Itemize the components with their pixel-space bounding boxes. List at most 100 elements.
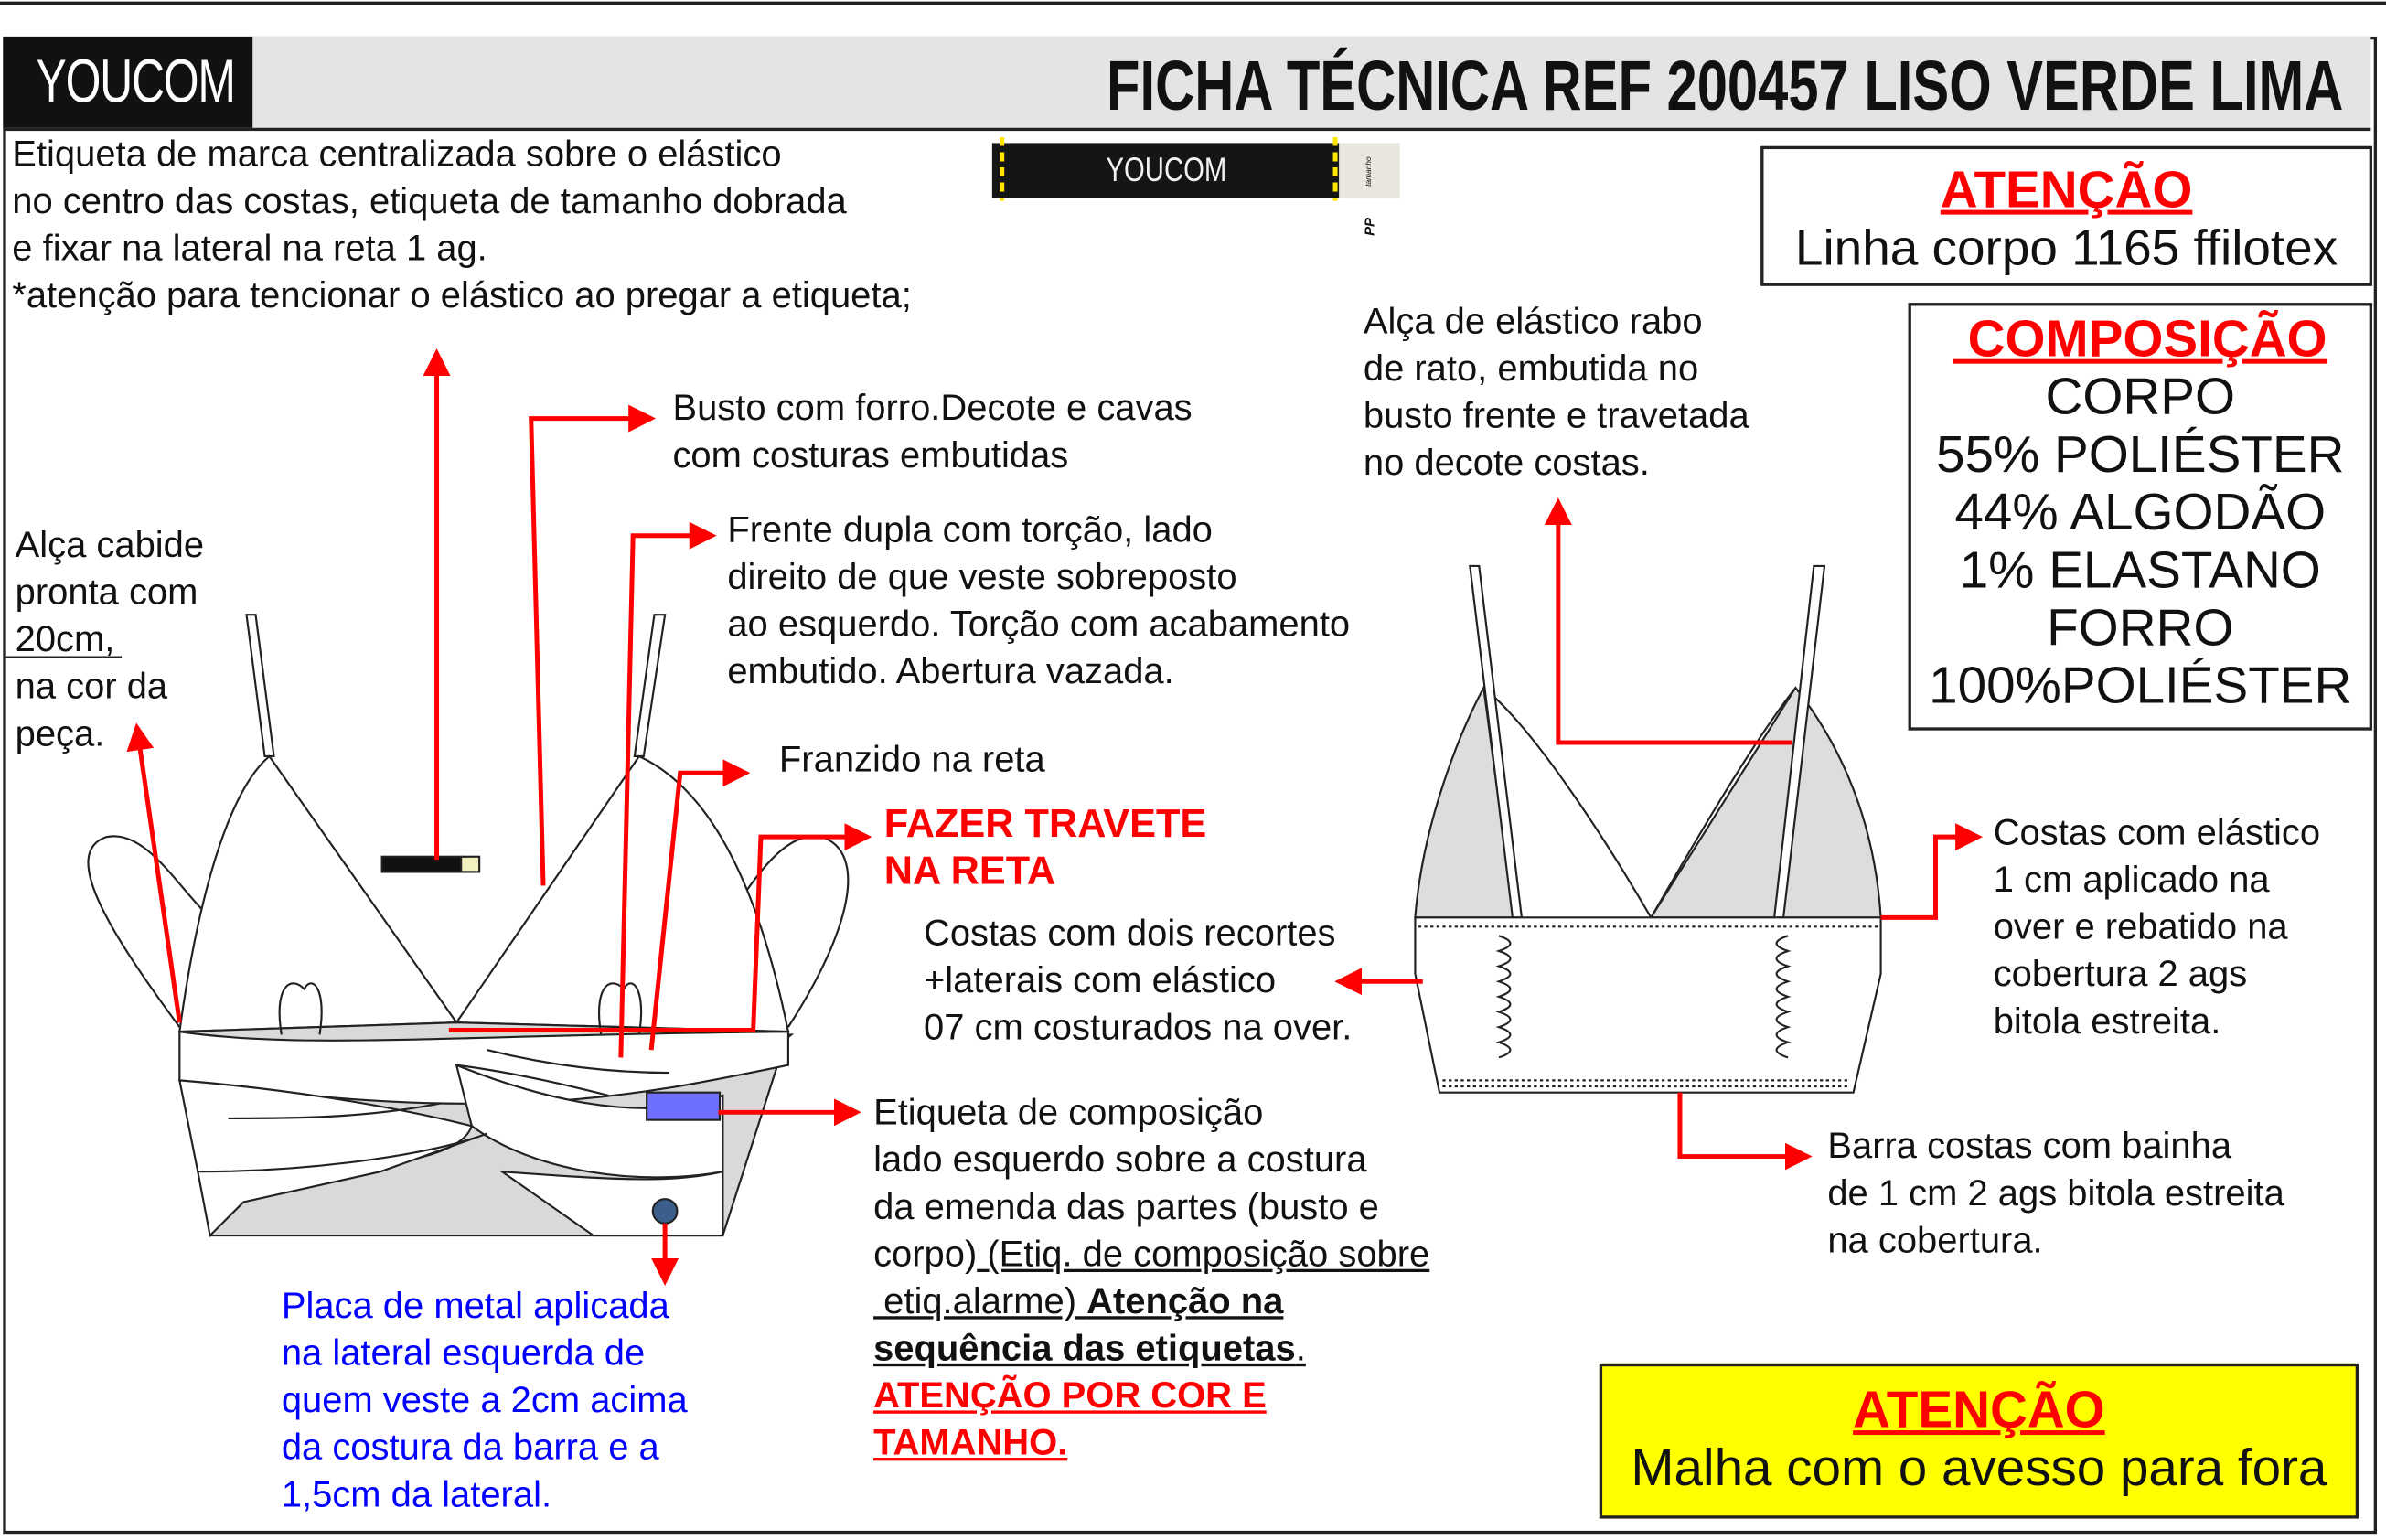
brand-logo-text: YOUCOM: [36, 48, 236, 116]
note-barra-costas: Barra costas com bainha de 1 cm 2 ags bi…: [1827, 1123, 2284, 1265]
note-placa-metal: Placa de metal aplicada na lateral esque…: [282, 1283, 688, 1519]
brand-label-logo: YOUCOM: [1105, 150, 1226, 189]
composition-line: 44% ALGODÃO: [1954, 484, 2327, 542]
note-line: Barra costas com bainha: [1827, 1126, 2232, 1168]
note-line: Etiqueta de composição: [873, 1092, 1264, 1134]
note-line: com costuras embutidas: [672, 434, 1069, 476]
note-frente: Frente dupla com torção, lado direito de…: [727, 507, 1350, 695]
note-text: (Etiq. de composição sobre: [977, 1234, 1430, 1276]
note-line: Alça cabide: [15, 525, 205, 566]
note-line: +laterais com elástico: [923, 959, 1277, 1001]
note-travete: FAZER TRAVETE NA RETA: [884, 800, 1207, 894]
note-line: lado esquerdo sobre a costura: [873, 1139, 1367, 1182]
note-etiqueta-composicao: Etiqueta de composição lado esquerdo sob…: [873, 1089, 1429, 1467]
note-line: e fixar na lateral na reta 1 ag.: [12, 228, 487, 270]
note-line: sequência das etiquetas.: [873, 1325, 1429, 1373]
arrow-busto: [529, 404, 657, 886]
metal-plate-icon: [651, 1198, 679, 1225]
note-line: no centro das costas, etiqueta de tamanh…: [12, 181, 847, 222]
note-line: peça.: [15, 713, 105, 755]
note-line: 1,5cm da lateral.: [281, 1474, 552, 1516]
note-line: embutido. Abertura vazada.: [727, 651, 1174, 693]
note-line: de 1 cm 2 ags bitola estreita: [1827, 1172, 2284, 1214]
note-line: 20cm,: [16, 616, 204, 664]
note-line: 07 cm costurados na over.: [923, 1007, 1353, 1049]
note-line: bitola estreita.: [1993, 1000, 2221, 1043]
note-text: corpo): [873, 1234, 978, 1276]
stitch-line: [1000, 136, 1005, 201]
note-line: Etiqueta de marca centralizada sobre o e…: [12, 134, 782, 176]
note-line: cobertura 2 ags: [1993, 954, 2248, 996]
arrow-frente: [618, 521, 717, 1058]
note-line: Busto com forro.Decote e cavas: [672, 388, 1193, 430]
note-line: Alça de elástico rabo: [1363, 301, 1703, 343]
note-line: na lateral esquerda de: [281, 1332, 646, 1374]
note-line: quem veste a 2cm acima: [281, 1380, 688, 1422]
attention-heading: ATENÇÃO: [1940, 161, 2193, 219]
composition-line: FORRO: [2047, 599, 2234, 658]
arrow-alca-cabide: [126, 722, 182, 1023]
attention-text: Linha corpo 1165 ffilotex: [1794, 219, 2338, 276]
note-line: direito de que veste sobreposto: [727, 556, 1237, 598]
note-costas-recortes: Costas com dois recortes +laterais com e…: [924, 910, 1352, 1052]
arrow-barra-costas: [1677, 1092, 1813, 1171]
note-line: Costas com elástico: [1993, 812, 2321, 854]
attention-heading: ATENÇÃO: [1853, 1381, 2105, 1440]
arrow-travete: [448, 823, 872, 1032]
back-garment-drawing: [1414, 564, 1882, 1094]
note-line: Frente dupla com torção, lado: [727, 509, 1213, 551]
size-label: tamanhoPP: [1339, 143, 1400, 235]
note-line: na cobertura.: [1827, 1220, 2043, 1262]
brand-label-image: YOUCOM tamanhoPP: [991, 136, 1400, 235]
stitch-line: [1332, 136, 1338, 201]
note-line: over e rebatido na: [1993, 906, 2288, 948]
note-line: corpo) (Etiq. de composição sobre: [873, 1231, 1429, 1278]
note-line: busto frente e travetada: [1363, 395, 1749, 437]
note-line: da costura da barra e a: [281, 1427, 659, 1469]
note-alca-cabide: Alça cabide pronta com 20cm, na cor da p…: [16, 522, 204, 758]
note-line: etiq.alarme) Atenção na: [873, 1278, 1429, 1326]
note-line: na cor da: [15, 666, 168, 708]
note-line: 1 cm aplicado na: [1993, 860, 2270, 902]
attention-box-thread: ATENÇÃO Linha corpo 1165 ffilotex: [1760, 145, 2373, 286]
arrow-costas-elastico: [1880, 823, 1984, 920]
page-title: FICHA TÉCNICA REF 200457 LISO VERDE LIMA: [1107, 45, 2344, 125]
note-line: de rato, embutida no: [1363, 348, 1699, 390]
note-text: sequência das etiquetas: [873, 1328, 1296, 1370]
note-punct: ,: [104, 619, 115, 661]
composition-box: COMPOSIÇÃO CORPO 55% POLIÉSTER 44% ALGOD…: [1908, 303, 2373, 731]
warning-line: TAMANHO.: [873, 1422, 1068, 1464]
note-line: ao esquerdo. Torção com acabamento: [727, 604, 1351, 646]
composition-line: 100%POLIÉSTER: [1929, 657, 2352, 716]
brand-label-strip: YOUCOM: [991, 143, 1340, 198]
note-measure: 20cm: [15, 619, 105, 661]
note-line: FAZER TRAVETE: [883, 800, 1207, 847]
composition-line: 55% POLIÉSTER: [1936, 425, 2345, 485]
attention-box-fabric: ATENÇÃO Malha com o avesso para fora: [1599, 1363, 2359, 1519]
composition-line: CORPO: [2045, 368, 2236, 426]
arrow-franzido: [648, 759, 751, 1051]
front-garment-drawing: [87, 614, 850, 1238]
note-line: Placa de metal aplicada: [281, 1285, 669, 1327]
note-line: no decote costas.: [1363, 443, 1650, 485]
note-text: .: [1295, 1328, 1306, 1370]
note-line: pronta com: [15, 572, 198, 614]
note-line: da emenda das partes (busto e: [873, 1186, 1379, 1228]
header-bar: [3, 36, 2371, 132]
note-line: Costas com dois recortes: [923, 913, 1336, 955]
note-text: Atenção na: [1086, 1281, 1284, 1322]
note-franzido: Franzido na reta: [778, 739, 1045, 781]
composition-line: 1% ELASTANO: [1959, 541, 2321, 600]
note-brand-label: Etiqueta de marca centralizada sobre o e…: [12, 131, 911, 319]
attention-text: Malha com o avesso para fora: [1631, 1439, 2327, 1498]
composition-heading: COMPOSIÇÃO: [1953, 310, 2327, 369]
note-alca-elastico: Alça de elástico rabo de rato, embutida …: [1364, 298, 1749, 487]
note-line: *atenção para tencionar o elástico ao pr…: [12, 275, 912, 317]
note-line: NA RETA: [883, 847, 1056, 893]
note-text: etiq.alarme): [873, 1281, 1087, 1322]
arrow-alca-elastico: [1544, 497, 1793, 745]
note-costas-elastico: Costas com elástico 1 cm aplicado na ove…: [1994, 809, 2320, 1045]
note-busto: Busto com forro.Decote e cavas com costu…: [672, 385, 1192, 479]
